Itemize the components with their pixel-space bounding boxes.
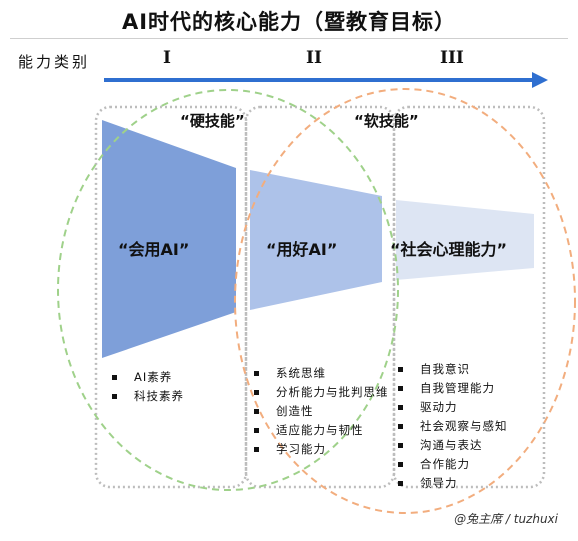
skill-item: 系统思维: [254, 364, 389, 383]
skill-text: 领导力: [420, 476, 458, 490]
bullet-icon: [112, 394, 117, 399]
bullet-icon: [112, 375, 117, 380]
column-box-3: [392, 105, 546, 489]
diagram-title: AI时代的核心能力（暨教育目标）: [121, 10, 457, 34]
bullet-icon: [398, 405, 403, 410]
skill-text: 科技素养: [134, 389, 184, 403]
skill-item: 自我管理能力: [398, 379, 508, 398]
title-rule: [10, 38, 568, 39]
column-box-2: [244, 105, 396, 489]
skill-item: 社会观察与感知: [398, 417, 508, 436]
skill-item: 驱动力: [398, 398, 508, 417]
bullet-icon: [254, 428, 259, 433]
soft-skills-tag: “软技能”: [354, 112, 419, 130]
bullet-icon: [254, 371, 259, 376]
progression-arrow-head: [532, 72, 548, 88]
column-box-1: [94, 105, 248, 489]
bullet-icon: [398, 481, 403, 486]
skill-item: 科技素养: [112, 387, 184, 406]
skill-item: AI素养: [112, 368, 184, 387]
skill-item: 合作能力: [398, 455, 508, 474]
skill-text: 分析能力与批判思维: [276, 385, 389, 399]
skill-text: 自我意识: [420, 362, 470, 376]
skill-item: 自我意识: [398, 360, 508, 379]
skill-text: 创造性: [276, 404, 314, 418]
soft-skills-ellipse: [234, 88, 576, 514]
bullet-icon: [254, 409, 259, 414]
skill-item: 创造性: [254, 402, 389, 421]
column-1-label: “会用AI”: [118, 240, 190, 259]
funnel-segment-1: [102, 120, 236, 358]
skill-text: 驱动力: [420, 400, 458, 414]
funnel-segment-3: [396, 200, 534, 280]
bullet-icon: [398, 443, 403, 448]
hard-skills-tag: “硬技能”: [180, 112, 245, 130]
column-2-label: “用好AI”: [266, 240, 338, 259]
skill-text: 自我管理能力: [420, 381, 495, 395]
skill-text: 系统思维: [276, 366, 326, 380]
skill-text: 社会观察与感知: [420, 419, 508, 433]
skill-text: AI素养: [134, 370, 173, 384]
level-3-label: III: [440, 48, 464, 68]
column-1-skill-list: AI素养 科技素养: [112, 368, 184, 406]
skill-text: 适应能力与韧性: [276, 423, 364, 437]
skill-text: 沟通与表达: [420, 438, 483, 452]
funnel-segment-2: [250, 170, 382, 310]
column-3-skill-list: 自我意识 自我管理能力 驱动力 社会观察与感知 沟通与表达 合作能力 领导力: [398, 360, 508, 493]
bullet-icon: [254, 390, 259, 395]
skill-item: 沟通与表达: [398, 436, 508, 455]
bullet-icon: [398, 367, 403, 372]
author-credit: @兔主席 / tuzhuxi: [454, 512, 558, 526]
category-label: 能力类别: [18, 53, 91, 71]
level-1-label: I: [163, 48, 171, 68]
skill-text: 学习能力: [276, 442, 326, 456]
skill-item: 适应能力与韧性: [254, 421, 389, 440]
skill-item: 分析能力与批判思维: [254, 383, 389, 402]
skill-item: 领导力: [398, 474, 508, 493]
column-2-skill-list: 系统思维 分析能力与批判思维 创造性 适应能力与韧性 学习能力: [254, 364, 389, 459]
level-2-label: II: [306, 48, 322, 68]
bullet-icon: [398, 424, 403, 429]
bullet-icon: [254, 447, 259, 452]
column-3-label: “社会心理能力”: [390, 240, 508, 259]
bullet-icon: [398, 386, 403, 391]
bullet-icon: [398, 462, 403, 467]
skill-item: 学习能力: [254, 440, 389, 459]
skill-text: 合作能力: [420, 457, 470, 471]
hard-skills-ellipse: [57, 89, 399, 491]
